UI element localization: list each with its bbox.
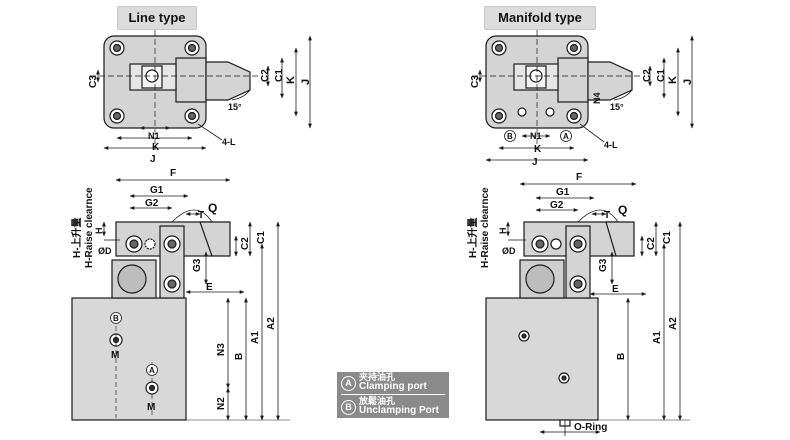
dim-label-deg-m: 15° [610,102,624,112]
dim-label-q: Q [208,201,217,215]
manifold-port-b-marker: B [504,130,516,142]
raise-label-en-m: H-Raise clearnce [480,187,491,268]
dim-label-b: B [234,353,245,360]
dim-label-phid: ØD [98,246,112,256]
dim-label-k-m: K [667,76,679,84]
dim-label-phid-m: ØD [502,246,516,256]
legend-row-clamping: A 夹持油孔 Clamping port [337,372,449,393]
dim-label-j-bottom: J [150,154,156,165]
dim-label-j-m: J [682,79,694,85]
line-top-bolts [109,40,200,124]
manifold-top-dimensions [478,35,694,162]
dim-label-c1: C1 [274,69,285,82]
dim-label-f: F [170,168,176,179]
dim-label-n1: N1 [148,131,160,141]
dim-label-c2-front-m: C2 [646,237,657,250]
dim-label-e: E [206,282,213,293]
dim-label-c1-front-m: C1 [662,231,673,244]
line-front-dimensions [72,178,290,421]
dim-label-h: H [94,228,104,235]
dim-label-a1: A1 [250,331,261,344]
dim-label-n3: N3 [216,343,227,356]
line-front-view [71,221,231,421]
svg-text:B: B [113,314,119,323]
manifold-top-bolts [491,40,582,124]
dim-label-a2: A2 [266,317,277,330]
dim-label-4l-m: 4-L [604,140,618,150]
legend-a-mark: A [341,376,356,391]
dim-label-n4: N4 [592,92,602,104]
title-line-type: Line type [117,6,197,30]
dim-label-k: K [285,76,297,84]
legend-a-en: Clamping port [359,381,427,392]
legend-b-mark: B [341,400,356,415]
raise-label-en: H-Raise clearnce [84,187,95,268]
line-top-dimensions [96,35,312,150]
dim-label-h-m: H [498,228,508,235]
dim-label-oring: O-Ring [574,422,607,433]
legend-b-en: Unclamping Port [359,405,440,416]
dim-label-c2-front: C2 [240,237,251,250]
dim-label-c3-m: C3 [470,75,481,88]
dim-label-c3: C3 [88,75,99,88]
raise-label-cn-m: H-上升量 [466,217,479,258]
dim-label-t-m: T [604,210,610,221]
manifold-front-view [485,221,635,427]
svg-text:A: A [149,366,155,375]
dim-label-k-bottom-m: K [534,144,542,155]
dim-label-j: J [300,79,312,85]
raise-label-cn: H-上升量 [70,217,83,258]
dim-label-g3-m: G3 [598,258,609,272]
dim-label-a2-m: A2 [668,317,679,330]
manifold-port-a-marker: A [560,130,572,142]
dim-label-g2: G2 [145,198,159,209]
port-b-marker: B [110,312,122,324]
manifold-front-dimensions [486,182,690,436]
dim-label-g1: G1 [150,185,164,196]
line-top-view [90,30,260,150]
port-label-m: M [111,350,119,361]
legend-b-cn: 放鬆油孔 [359,396,396,406]
dim-label-c1-front: C1 [256,231,267,244]
port-legend: A 夹持油孔 Clamping port B 放鬆油孔 Unclamping P… [337,372,449,418]
legend-a-cn: 夹持油孔 [359,372,396,382]
dim-label-a1-m: A1 [652,331,663,344]
port-label-m: M [147,402,155,413]
dim-label-q-m: Q [618,203,627,217]
title-manifold-type: Manifold type [484,6,596,30]
legend-row-unclamping: B 放鬆油孔 Unclamping Port [337,396,449,417]
dim-label-b-m: B [616,353,627,360]
dim-label-e-m: E [612,284,619,295]
dim-label-j-bottom-m: J [532,157,538,168]
dim-label-f-m: F [576,172,582,183]
dim-label-t: T [198,210,204,221]
dim-label-n1-m: N1 [530,131,542,141]
dim-label-g3: G3 [192,258,203,272]
legend-divider [341,394,445,395]
dim-label-c1-m: C1 [656,69,667,82]
dim-label-n2: N2 [216,397,227,410]
svg-text:A: A [563,132,569,141]
svg-text:B: B [507,132,513,141]
dim-label-4l: 4-L [222,137,236,147]
manifold-top-view [472,30,642,150]
dim-label-g1-m: G1 [556,187,570,198]
dim-label-c2-m: C2 [642,69,653,82]
dim-label-deg: 15° [228,102,242,112]
dim-label-k-bottom: K [152,142,160,153]
port-a-marker: A [146,364,158,376]
dim-label-c2: C2 [260,69,271,82]
dim-label-g2-m: G2 [550,200,564,211]
